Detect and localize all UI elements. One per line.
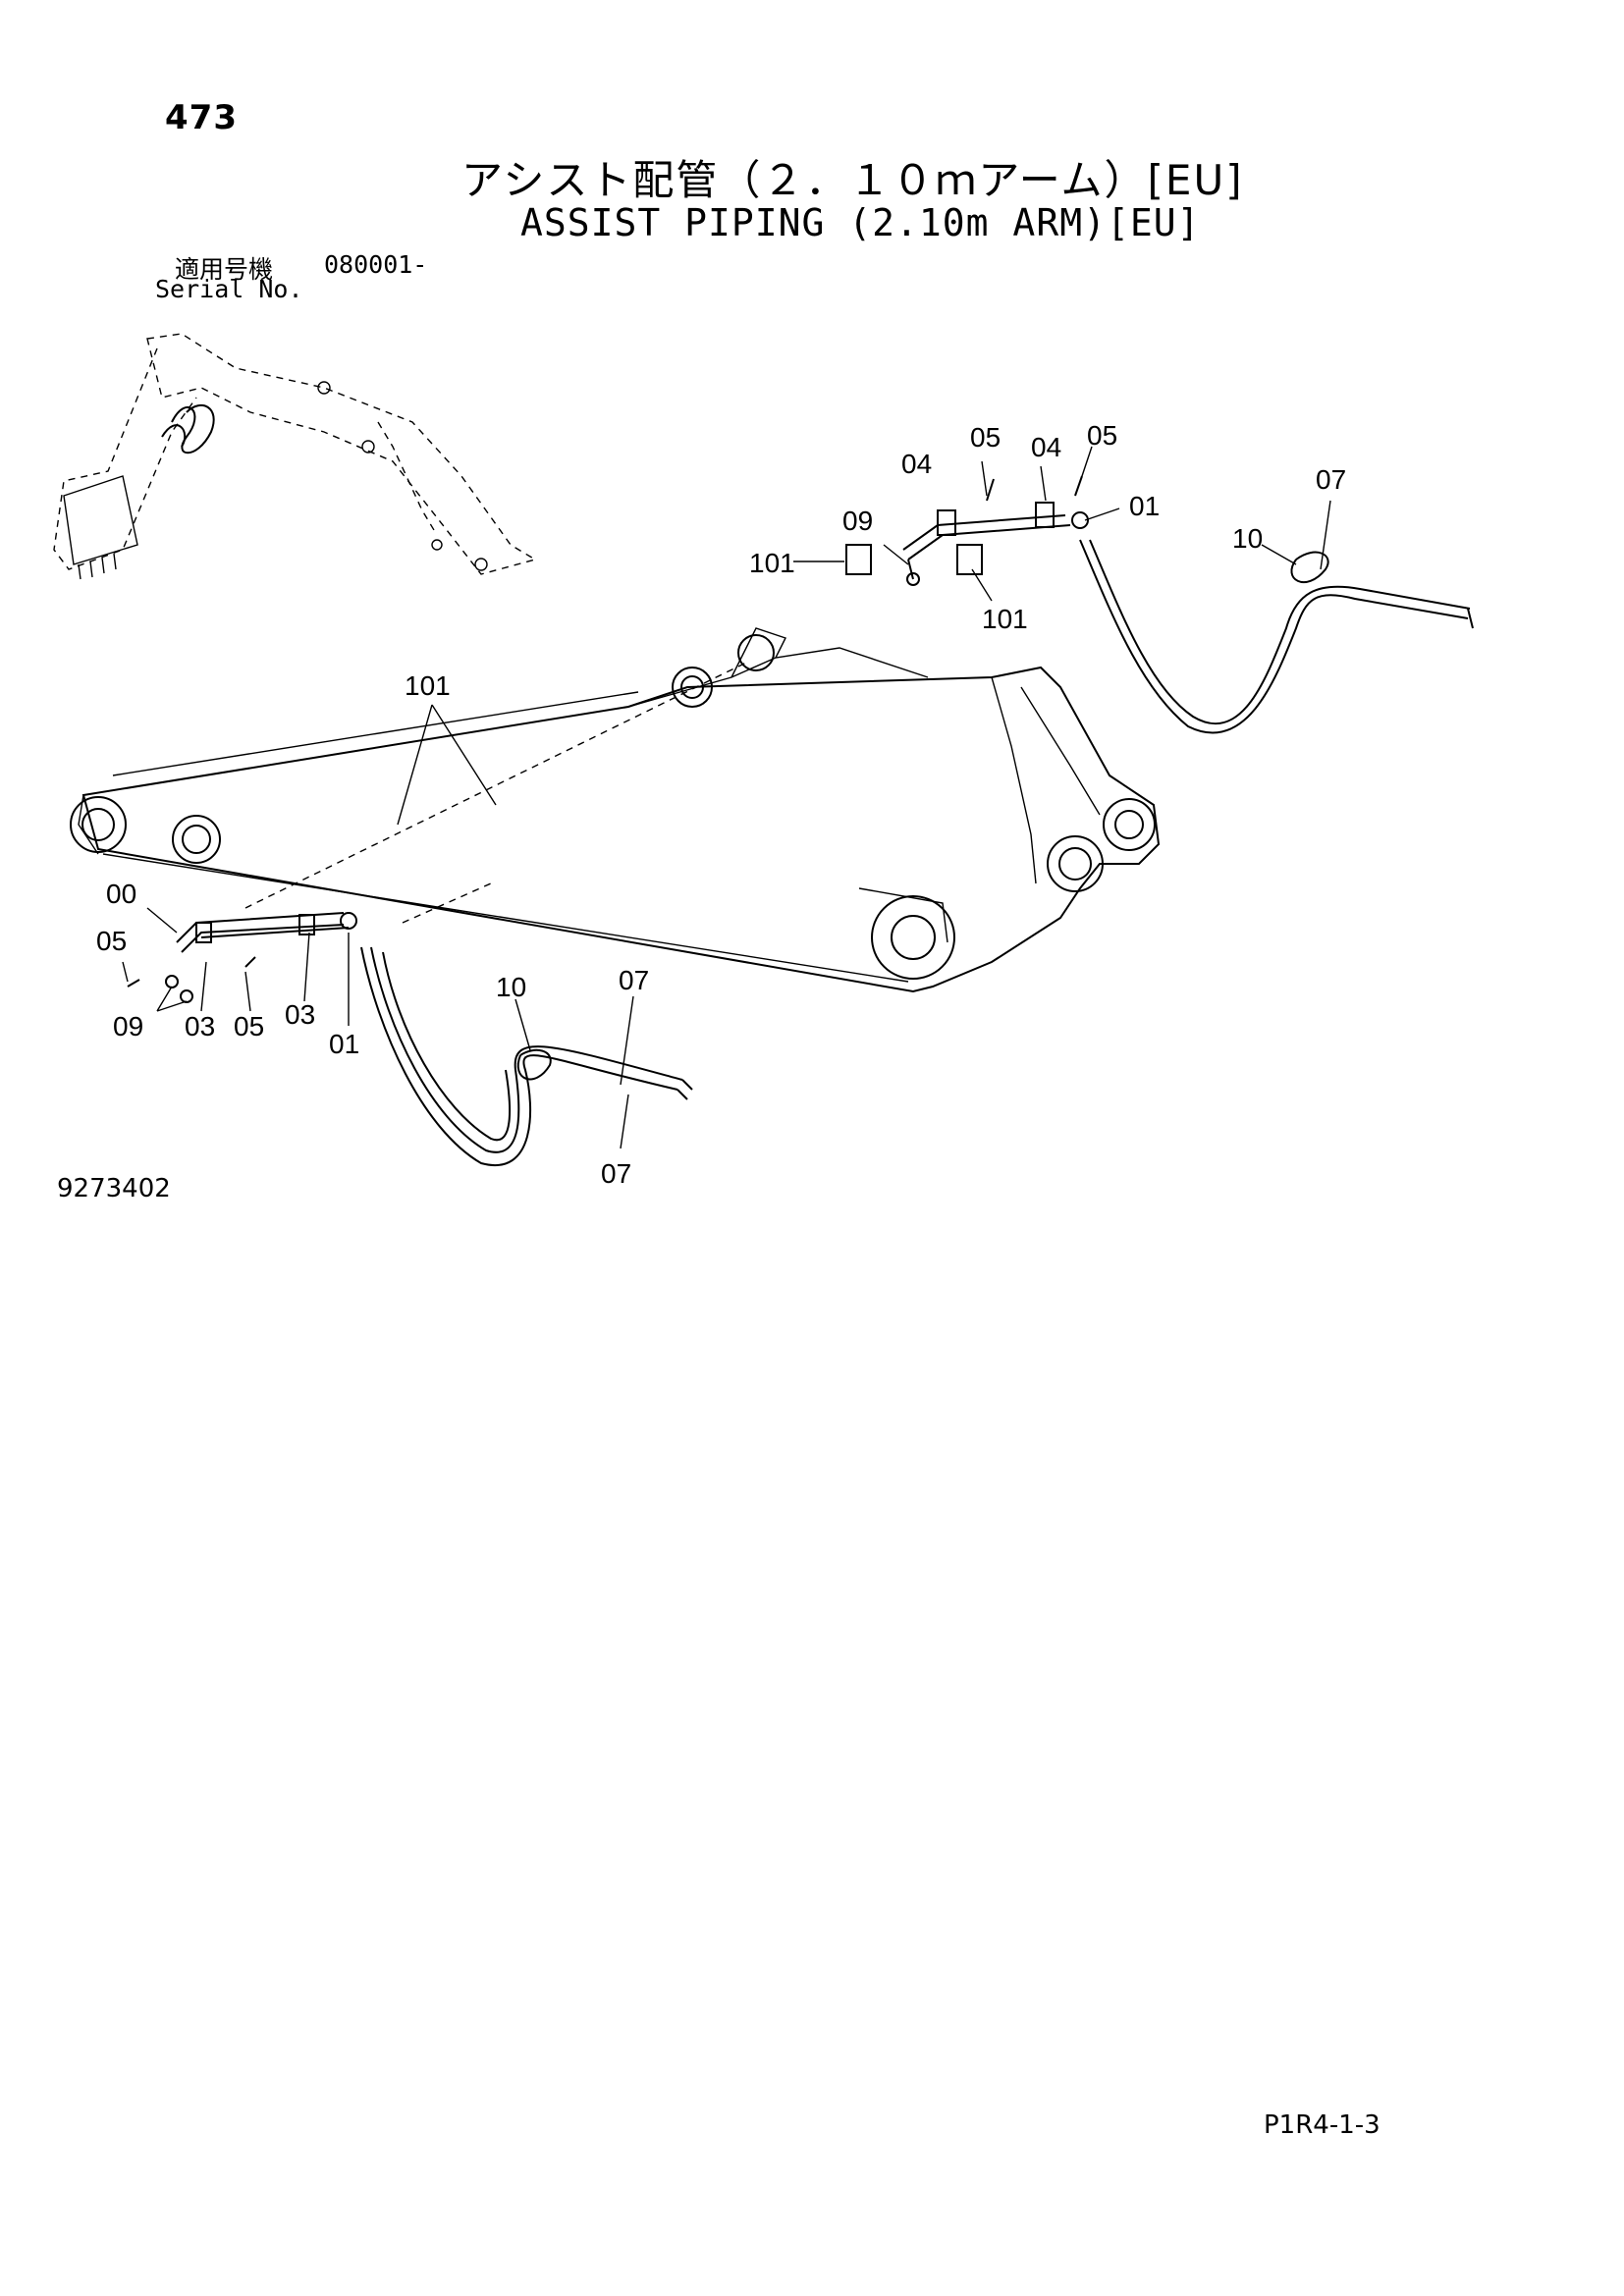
title-japanese: アシスト配管（２．１０ｍアーム）[EU] [461, 156, 1244, 204]
label-04: 04 [1031, 432, 1061, 462]
label-09: 09 [113, 1011, 143, 1041]
label-07: 07 [1316, 464, 1346, 495]
label-00: 00 [106, 879, 136, 909]
top-pipe-assembly [845, 475, 1089, 586]
label-05: 05 [970, 422, 1001, 453]
bottom-hoses [360, 946, 693, 1167]
label-05: 05 [234, 1011, 264, 1041]
label-03: 03 [285, 999, 315, 1030]
page-number: 473 [165, 98, 238, 137]
sheet-code: P1R4-1-3 [1264, 2110, 1380, 2140]
label-07: 07 [601, 1158, 631, 1189]
arm-body [70, 627, 1161, 993]
label-10: 10 [496, 972, 526, 1002]
label-101: 101 [749, 548, 795, 578]
label-101: 101 [405, 670, 451, 701]
bottom-left-pipe-assembly [127, 912, 357, 1003]
label-09: 09 [842, 506, 873, 536]
serial-number-value: 080001- [324, 250, 428, 279]
drawing-number: 9273402 [57, 1174, 171, 1203]
label-101: 101 [982, 604, 1028, 634]
machine-overview-sketch [53, 333, 537, 580]
label-05: 05 [1087, 420, 1117, 451]
label-10: 10 [1232, 523, 1263, 554]
serial-label-japanese: 適用号機 [175, 255, 274, 284]
part-labels: 101 101 101 09 04 05 04 05 01 07 10 00 0… [96, 420, 1346, 1189]
label-07: 07 [619, 965, 649, 995]
label-03: 03 [185, 1011, 215, 1041]
label-04: 04 [901, 449, 932, 479]
label-01: 01 [1129, 491, 1160, 521]
label-01: 01 [329, 1029, 359, 1059]
leader-lines [122, 446, 1331, 1149]
top-right-hose [1079, 539, 1474, 734]
title-english: ASSIST PIPING (2.10m ARM)[EU] [520, 201, 1201, 244]
serial-label-english: Serial No. [155, 275, 303, 303]
label-05: 05 [96, 926, 127, 956]
